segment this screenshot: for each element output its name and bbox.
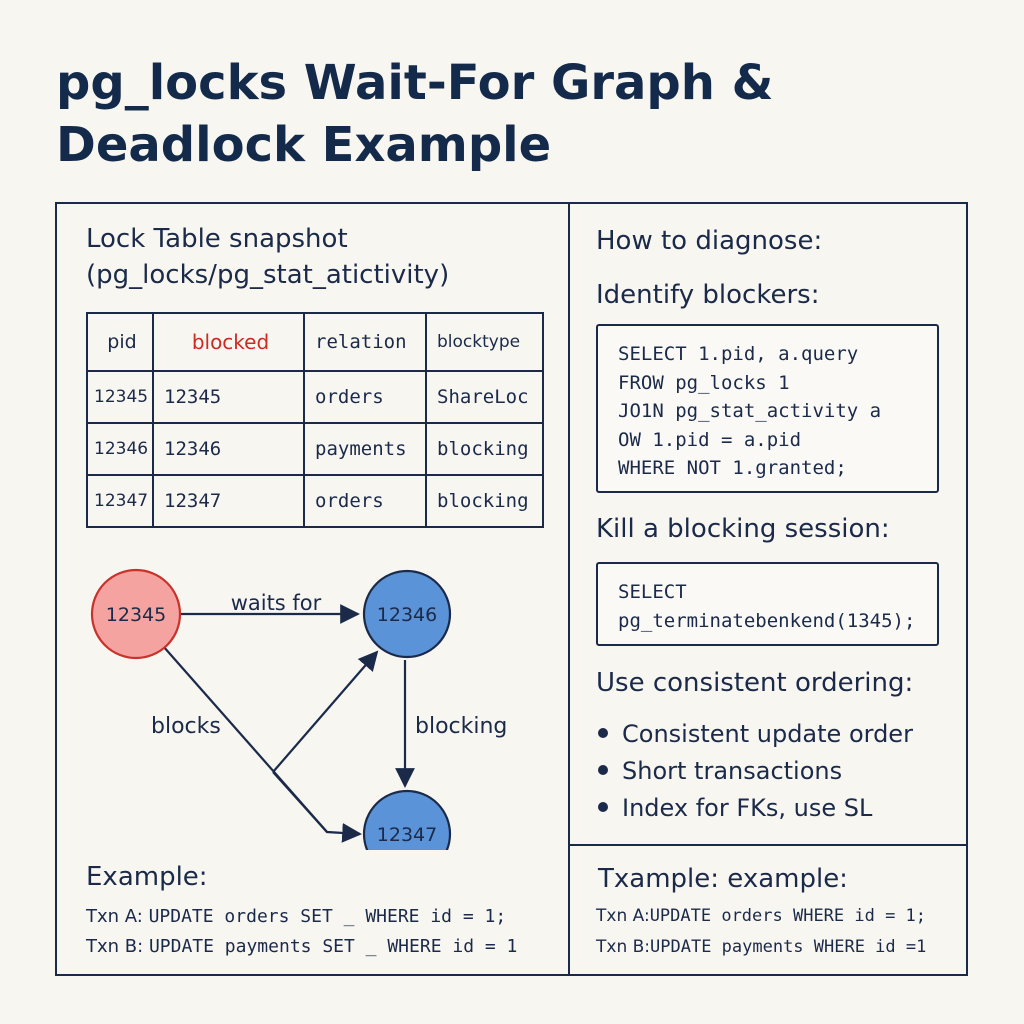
column-header-relation: relation [303, 312, 427, 372]
node-12345 [90, 568, 182, 660]
code-line: FROW pg_locks 1 [618, 371, 790, 394]
right-example-heading: Txample: example: [598, 864, 848, 894]
list-item: Short transactions [598, 753, 913, 790]
cell-relation: payments [303, 422, 427, 476]
column-header-pid: pid [86, 312, 154, 372]
code-line: SELECT 1.pid, a.query [618, 343, 859, 365]
table-row: 12347 12347 orders blocking [86, 474, 544, 528]
list-item-text: Index for FKs, use SL [622, 794, 873, 822]
cell-blocked: 12346 [152, 422, 305, 476]
bullet-icon [598, 728, 608, 738]
column-header-blocked: blocked [152, 312, 305, 372]
table-row: 12345 12345 orders ShareLoc [86, 370, 544, 424]
diagnose-heading: How to diagnose: [596, 226, 823, 256]
kill-sql-box: SELECT pg_terminatebenkend(1345); [596, 562, 939, 646]
right-txn-b-label: Txn B: [596, 937, 651, 957]
table-row: 12346 12346 payments blocking [86, 422, 544, 476]
cell-relation: orders [303, 370, 427, 424]
code-line: OW 1.pid = a.pid [618, 428, 802, 451]
list-item: Consistent update order [598, 716, 913, 753]
table-header-row: pid blocked relation blocktype [86, 312, 544, 372]
txn-b-label: Txn B: [86, 936, 144, 957]
code-line: WHERE NOT 1.granted; [618, 457, 847, 479]
kill-heading: Kill a blocking session: [596, 514, 890, 544]
list-item-text: Consistent update order [622, 720, 913, 748]
node-label-12346: 12346 [377, 604, 437, 626]
node-label-12347: 12347 [377, 824, 437, 846]
right-txn-b-line: Txn B:UPDATE payments WHERE id =1 [596, 937, 926, 957]
wait-for-graph: 12345 12346 12347 waits for blocks block… [90, 568, 507, 850]
cell-pid: 12345 [86, 370, 154, 424]
ordering-heading: Use consistent ordering: [596, 668, 914, 698]
example-heading: Example: [86, 862, 208, 892]
lock-table-subheading: (pg_locks/pg_stat_atictivity) [86, 260, 450, 290]
txn-b-sql: UPDATE payments SET _ WHERE id = 1 [148, 936, 518, 957]
txn-a-line: Txn A: UPDATE orders SET _ WHERE id = 1; [86, 906, 506, 927]
txn-b-line: Txn B: UPDATE payments SET _ WHERE id = … [86, 936, 517, 957]
code-line: JO1N pg_stat_activity a [618, 400, 882, 422]
bullet-icon [598, 765, 608, 775]
identify-sql-box: SELECT 1.pid, a.query FROW pg_locks 1 JO… [596, 324, 939, 493]
bullet-icon [598, 802, 608, 812]
cell-pid: 12346 [86, 422, 154, 476]
ordering-list: Consistent update order Short transactio… [598, 716, 913, 827]
column-header-blocktype: blocktype [425, 312, 544, 372]
cell-blocktype: blocking [425, 422, 544, 476]
cell-blocked: 12347 [152, 474, 305, 528]
right-txn-a-label: Txn A: [596, 906, 650, 926]
content-frame [55, 202, 968, 976]
edge-blocks-b [272, 771, 362, 843]
edge-label-blocks: blocks [151, 714, 221, 739]
cell-blocktype: ShareLoc [425, 370, 544, 424]
page-title: pg_locks Wait-For Graph & Deadlock Examp… [56, 55, 774, 173]
cell-blocktype: blocking [425, 474, 544, 528]
edge-label-waits-for: waits for [231, 591, 322, 615]
column-divider [568, 202, 570, 976]
cell-pid: 12347 [86, 474, 154, 528]
lock-table: pid blocked relation blocktype 12345 123… [86, 312, 544, 528]
node-12347 [362, 789, 452, 850]
list-item: Index for FKs, use SL [598, 790, 913, 827]
right-txn-a-sql: UPDATE orders WHERE id = 1; [649, 906, 927, 926]
cell-relation: orders [303, 474, 427, 528]
code-line: SELECT [618, 581, 687, 603]
example-divider [568, 844, 968, 846]
lock-table-heading: Lock Table snapshot [86, 224, 348, 254]
node-label-12345: 12345 [106, 604, 166, 626]
list-item-text: Short transactions [622, 757, 843, 785]
edge-cycle [272, 650, 379, 773]
right-txn-a-line: Txn A:UPDATE orders WHERE id = 1; [596, 906, 926, 926]
edge-label-blocking: blocking [415, 714, 507, 739]
cell-blocked: 12345 [152, 370, 305, 424]
identify-heading: Identify blockers: [596, 280, 820, 310]
txn-a-label: Txn A: [86, 906, 143, 927]
txn-a-sql: UPDATE orders SET _ WHERE id = 1; [148, 906, 507, 927]
code-line: pg_terminatebenkend(1345); [618, 609, 916, 632]
right-txn-b-sql: UPDATE payments WHERE id =1 [650, 937, 927, 957]
node-12346 [362, 569, 452, 659]
